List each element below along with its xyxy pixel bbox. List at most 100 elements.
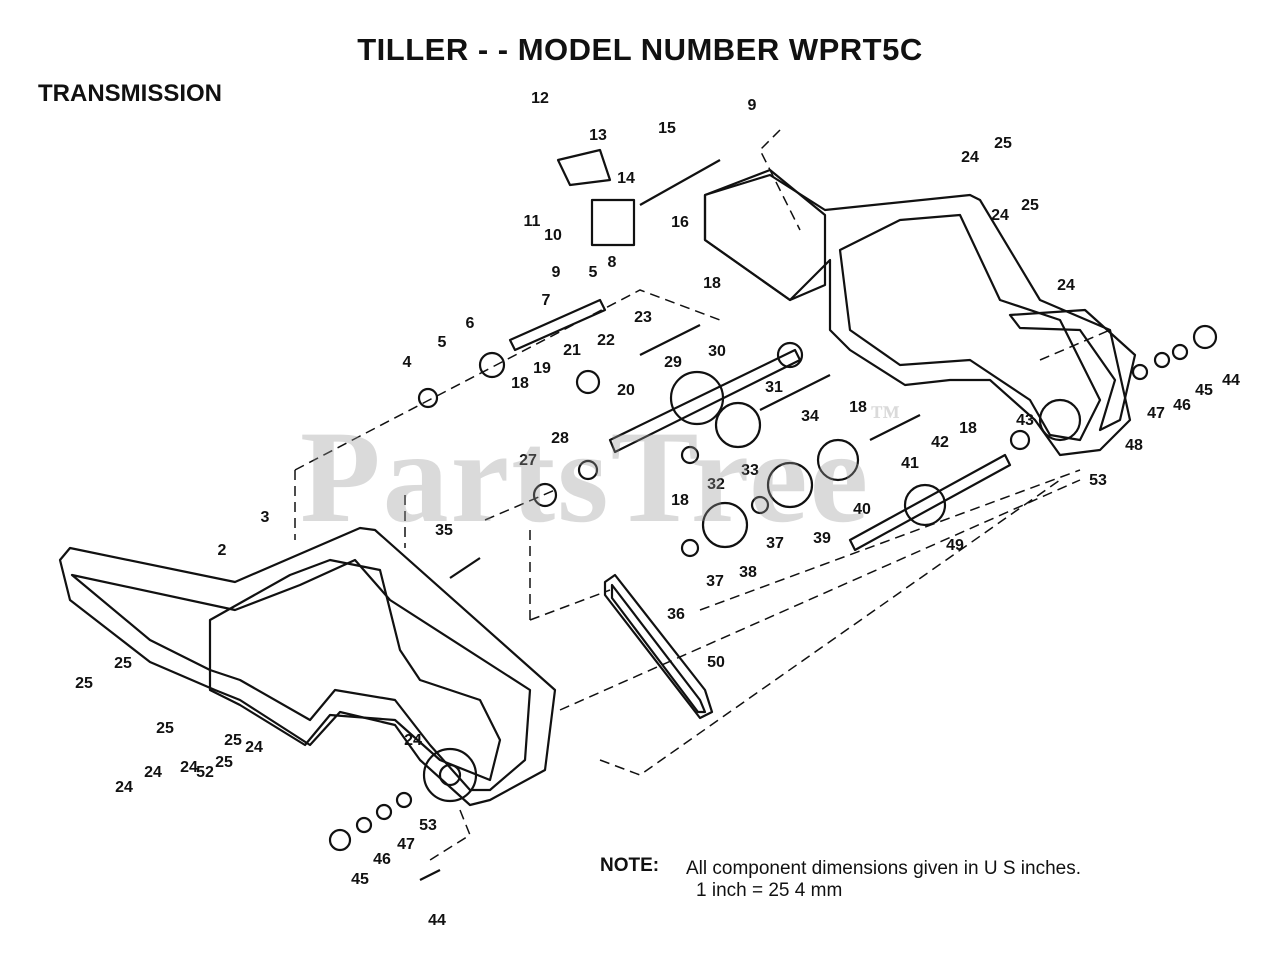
- callout-24: 24: [1057, 277, 1075, 294]
- shaft-34: [759, 374, 831, 411]
- callout-20: 20: [617, 382, 635, 399]
- callout-22: 22: [597, 332, 615, 349]
- callout-35: 35: [435, 522, 453, 539]
- callout-44: 44: [428, 912, 446, 929]
- callout-18: 18: [703, 275, 721, 292]
- sprocket-40: [816, 438, 860, 482]
- callout-6: 6: [466, 315, 475, 332]
- callout-44: 44: [1222, 372, 1240, 389]
- section-heading: TRANSMISSION: [38, 80, 223, 107]
- callout-47: 47: [397, 836, 415, 853]
- shaft-16: [639, 159, 721, 206]
- callout-49: 49: [946, 537, 964, 554]
- callout-42: 42: [931, 434, 949, 451]
- note-label: NOTE:: [600, 855, 660, 876]
- callout-24: 24: [961, 149, 979, 166]
- callout-2: 2: [218, 542, 227, 559]
- callout-28: 28: [551, 430, 569, 447]
- note-line-2: 1 inch = 25 4 mm: [696, 880, 843, 901]
- callout-23: 23: [634, 309, 652, 326]
- sprocket-38: [701, 501, 749, 549]
- callout-5: 5: [589, 264, 598, 281]
- callout-14: 14: [617, 170, 635, 187]
- callout-25: 25: [75, 675, 93, 692]
- callout-39: 39: [813, 530, 831, 547]
- callout-41: 41: [901, 455, 919, 472]
- callout-31: 31: [765, 379, 783, 396]
- callout-5: 5: [438, 334, 447, 351]
- callout-25: 25: [156, 720, 174, 737]
- shaft-7: [508, 298, 607, 352]
- sprocket-33: [714, 401, 762, 449]
- diagram-title: TILLER - - MODEL NUMBER WPRT5C: [357, 32, 923, 67]
- callout-53: 53: [1089, 472, 1107, 489]
- shaft-30: [608, 348, 802, 454]
- gear-31: [776, 341, 804, 369]
- bolt-51: [419, 869, 441, 881]
- callout-24: 24: [404, 732, 422, 749]
- gear-6: [478, 351, 506, 379]
- callout-50: 50: [707, 654, 725, 671]
- sprocket-39: [766, 461, 814, 509]
- callout-53: 53: [419, 817, 437, 834]
- right-housing-outer: [703, 173, 1132, 457]
- callout-27: 27: [519, 452, 537, 469]
- callout-37: 37: [706, 573, 724, 590]
- callout-36: 36: [667, 606, 685, 623]
- callout-38: 38: [739, 564, 757, 581]
- callout-21: 21: [563, 342, 581, 359]
- shaft-49: [848, 453, 1012, 552]
- callout-46: 46: [1173, 397, 1191, 414]
- note-line-1: All component dimensions given in U S in…: [686, 858, 1081, 879]
- callout-7: 7: [542, 292, 551, 309]
- callout-47: 47: [1147, 405, 1165, 422]
- callout-18: 18: [959, 420, 977, 437]
- callout-25: 25: [1021, 197, 1039, 214]
- callout-52: 52: [196, 764, 214, 781]
- shaft-23: [639, 324, 701, 356]
- callout-46: 46: [373, 851, 391, 868]
- callout-4: 4: [403, 354, 412, 371]
- pulley-53-right: [1038, 398, 1082, 442]
- left-housing-inner: [70, 558, 532, 792]
- bracket-14: [590, 198, 636, 247]
- callout-24: 24: [991, 207, 1009, 224]
- callout-34: 34: [801, 408, 819, 425]
- callout-18: 18: [671, 492, 689, 509]
- callout-18: 18: [849, 399, 867, 416]
- callout-30: 30: [708, 343, 726, 360]
- callout-3: 3: [261, 509, 270, 526]
- callout-10: 10: [544, 227, 562, 244]
- callout-19: 19: [533, 360, 551, 377]
- watermark: PartsTree™: [300, 400, 903, 550]
- callout-16: 16: [671, 214, 689, 231]
- left-housing-plate: [208, 558, 502, 782]
- shaft-41: [869, 414, 921, 441]
- callout-12: 12: [531, 90, 549, 107]
- callout-29: 29: [664, 354, 682, 371]
- gear-21: [575, 369, 601, 395]
- callout-37: 37: [766, 535, 784, 552]
- callout-9: 9: [748, 97, 757, 114]
- chain-48: [1008, 308, 1137, 432]
- callout-13: 13: [589, 127, 607, 144]
- bolt-35: [449, 557, 481, 579]
- callout-33: 33: [741, 462, 759, 479]
- callout-15: 15: [658, 120, 676, 137]
- callout-40: 40: [853, 501, 871, 518]
- callout-43: 43: [1016, 412, 1034, 429]
- chain-50: [603, 573, 714, 720]
- callout-25: 25: [224, 732, 242, 749]
- callout-24: 24: [180, 759, 198, 776]
- callout-25: 25: [994, 135, 1012, 152]
- right-housing-inner: [838, 213, 1102, 442]
- callout-9: 9: [552, 264, 561, 281]
- pulley-53-left: [422, 747, 478, 803]
- callout-45: 45: [1195, 382, 1213, 399]
- callout-24: 24: [245, 739, 263, 756]
- callout-24: 24: [144, 764, 162, 781]
- lever-13: [556, 148, 612, 187]
- callout-45: 45: [351, 871, 369, 888]
